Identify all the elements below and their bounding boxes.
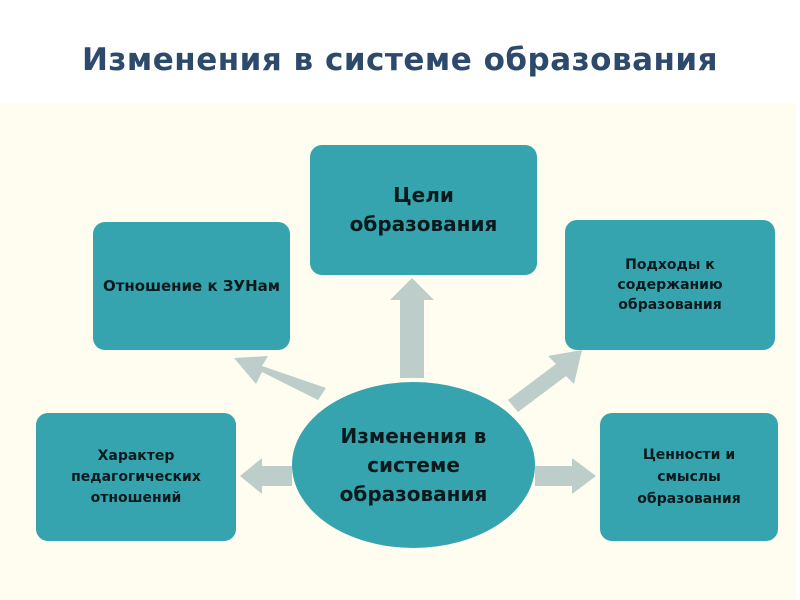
arrow-up (390, 278, 434, 378)
node-zun: Отношение к ЗУНам (93, 222, 290, 350)
center-node: Изменения в системе образования (292, 382, 535, 548)
node-values-label: Ценности и смыслы образования (637, 447, 741, 507)
node-approaches-label: Подходы к содержанию образования (617, 257, 723, 313)
node-approaches: Подходы к содержанию образования (565, 220, 775, 350)
node-goals: Цели образования (310, 145, 537, 275)
slide-title: Изменения в системе образования (81, 42, 719, 78)
arrow-right (535, 458, 596, 494)
arrow-upper-right (508, 350, 582, 412)
node-relations-label: Характер педагогических отношений (71, 447, 201, 506)
node-goals-label: Цели образования (349, 183, 498, 236)
node-relations: Характер педагогических отношений (36, 413, 236, 541)
node-values: Ценности и смыслы образования (600, 413, 778, 541)
arrow-left (240, 458, 292, 494)
arrow-upper-left (234, 356, 326, 400)
center-node-label: Изменения в системе образования (339, 423, 488, 506)
node-zun-label: Отношение к ЗУНам (102, 277, 281, 295)
